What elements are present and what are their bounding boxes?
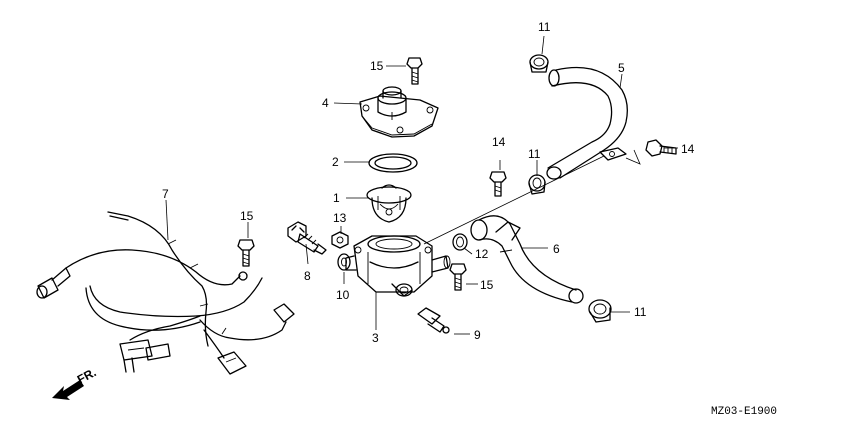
bolt-left	[237, 239, 255, 267]
callout-5: 5	[618, 61, 625, 75]
callout-8: 8	[304, 269, 311, 283]
callout-11-bottom: 11	[634, 305, 647, 319]
wire-harness	[36, 211, 295, 375]
water-pipe-lower	[470, 215, 584, 304]
washer	[337, 253, 351, 271]
callout-15-left: 15	[240, 209, 254, 223]
bolt-14-left	[489, 171, 507, 197]
thermostat-cover	[359, 86, 439, 138]
hose-clamp-top	[529, 54, 549, 73]
callout-15-right: 15	[480, 278, 494, 292]
temperature-sensor	[287, 221, 327, 255]
leader-lines	[165, 35, 678, 335]
o-ring-gasket	[368, 153, 418, 173]
thermostat-housing	[345, 235, 451, 297]
callout-11-mid: 11	[528, 147, 541, 161]
hose-clamp-bottom	[588, 299, 612, 323]
thermo-switch	[417, 307, 450, 334]
front-arrow-icon	[52, 380, 84, 400]
water-hose-upper	[546, 66, 628, 180]
thermostat	[366, 184, 412, 223]
callout-7: 7	[162, 187, 169, 201]
diagram-code: MZ03-E1900	[711, 406, 777, 418]
callout-4: 4	[322, 96, 329, 110]
callout-6: 6	[553, 242, 560, 256]
callout-13: 13	[333, 211, 347, 225]
callout-1: 1	[333, 191, 340, 205]
bolt-top	[406, 57, 423, 85]
callout-12: 12	[475, 247, 489, 261]
callout-9: 9	[474, 328, 481, 342]
callout-2: 2	[332, 155, 339, 169]
callout-14-right: 14	[681, 142, 695, 156]
callout-15-top: 15	[370, 59, 384, 73]
callout-10: 10	[336, 288, 350, 302]
callout-11-top: 11	[538, 20, 551, 34]
callout-14-left: 14	[492, 135, 506, 149]
bolt-right	[449, 263, 467, 291]
callout-3: 3	[372, 331, 379, 345]
hose-clamp-12	[452, 233, 468, 251]
nut	[331, 231, 349, 249]
